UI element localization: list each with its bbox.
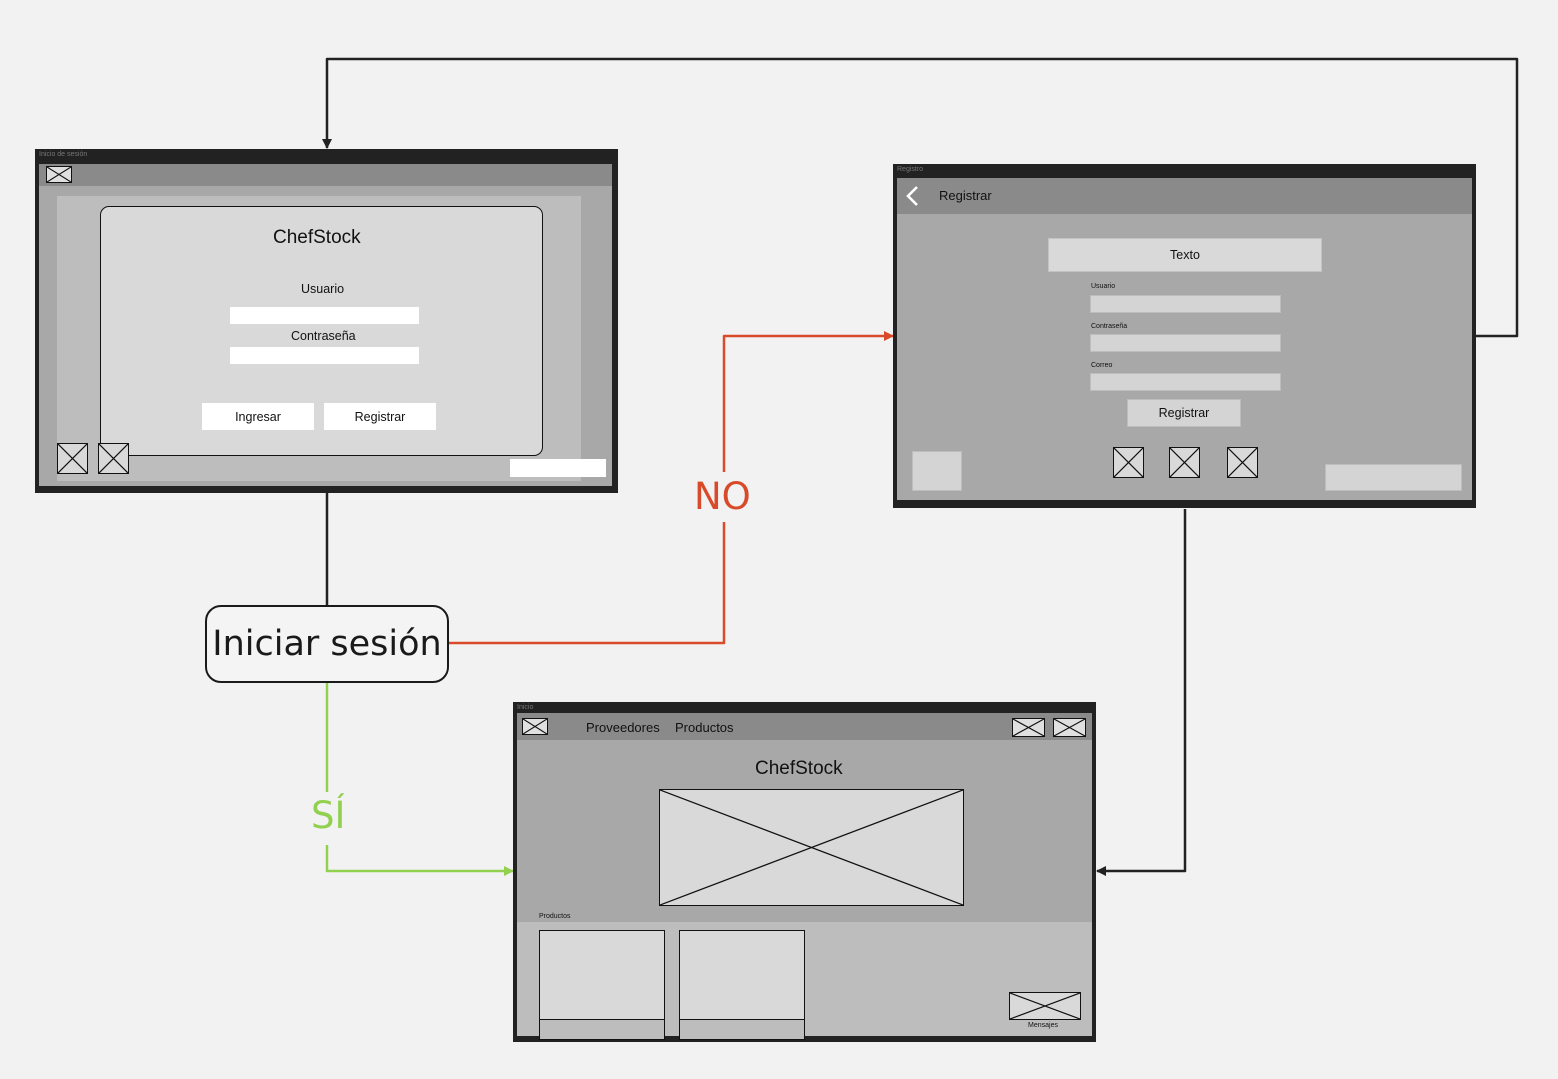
back-chevron-icon[interactable] <box>905 186 921 206</box>
login-window-title: Inicio de sesión <box>39 151 88 158</box>
decision-label: Iniciar sesión <box>212 624 442 664</box>
register-header <box>897 178 1472 214</box>
register-text-box: Texto <box>1048 238 1322 272</box>
product-card[interactable] <box>679 930 805 1040</box>
home-window-title: Inicio <box>517 704 534 711</box>
products-section-label: Productos <box>539 913 571 920</box>
connector-yes-lower <box>325 845 514 876</box>
envelope-icon[interactable] <box>1009 992 1081 1020</box>
product-card[interactable] <box>539 930 665 1040</box>
nav-link-products[interactable]: Productos <box>675 720 734 735</box>
image-placeholder-icon[interactable] <box>57 443 88 474</box>
product-card-footer <box>680 1019 804 1039</box>
home-screen: Inicio Proveedores Productos ChefStock P… <box>513 702 1096 1042</box>
login-screen: Inicio de sesión ChefStock Usuario Contr… <box>35 149 618 493</box>
home-navbar <box>517 713 1092 740</box>
login-user-input[interactable] <box>230 307 419 324</box>
edge-label-yes: SÍ <box>311 794 346 837</box>
login-user-label: Usuario <box>301 282 345 296</box>
product-card-footer <box>540 1019 664 1039</box>
connector-no-upper <box>722 331 894 472</box>
register-password-input[interactable] <box>1090 334 1281 352</box>
decision-login[interactable]: Iniciar sesión <box>205 605 449 683</box>
register-screen: Registro Registrar Texto Usuario Contras… <box>893 164 1476 508</box>
register-left-box <box>912 451 962 491</box>
register-email-label: Correo <box>1091 362 1113 369</box>
connector-register-to-login <box>322 57 1519 338</box>
nav-link-suppliers[interactable]: Proveedores <box>586 720 660 735</box>
image-placeholder-icon <box>659 789 964 906</box>
register-footer-field[interactable] <box>1325 464 1462 491</box>
envelope-icon[interactable] <box>522 718 548 735</box>
image-placeholder-icon[interactable] <box>98 443 129 474</box>
register-user-input[interactable] <box>1090 295 1281 313</box>
login-password-input[interactable] <box>230 347 419 364</box>
register-password-label: Contraseña <box>1091 323 1128 330</box>
register-user-label: Usuario <box>1091 283 1116 290</box>
register-header-title: Registrar <box>939 188 992 203</box>
login-password-label: Contraseña <box>291 329 356 343</box>
login-register-button[interactable]: Registrar <box>324 403 436 430</box>
image-placeholder-icon[interactable] <box>1169 447 1200 478</box>
messages-label: Mensajes <box>1028 1022 1058 1029</box>
envelope-icon[interactable] <box>1053 718 1086 737</box>
connector-no <box>449 522 726 645</box>
edge-label-no: NO <box>694 475 751 518</box>
envelope-icon[interactable] <box>46 166 72 183</box>
register-email-input[interactable] <box>1090 373 1281 391</box>
login-toolbar <box>39 164 612 186</box>
login-submit-button[interactable]: Ingresar <box>202 403 314 430</box>
image-placeholder-icon[interactable] <box>1227 447 1258 478</box>
connector-register-to-home <box>1096 509 1187 876</box>
register-submit-button[interactable]: Registrar <box>1127 399 1241 427</box>
home-app-title: ChefStock <box>755 758 843 779</box>
image-placeholder-icon[interactable] <box>1113 447 1144 478</box>
register-window-title: Registro <box>897 166 924 173</box>
login-app-title: ChefStock <box>273 227 361 248</box>
envelope-icon[interactable] <box>1012 718 1045 737</box>
login-card <box>100 206 543 456</box>
login-footer-field[interactable] <box>510 459 606 477</box>
